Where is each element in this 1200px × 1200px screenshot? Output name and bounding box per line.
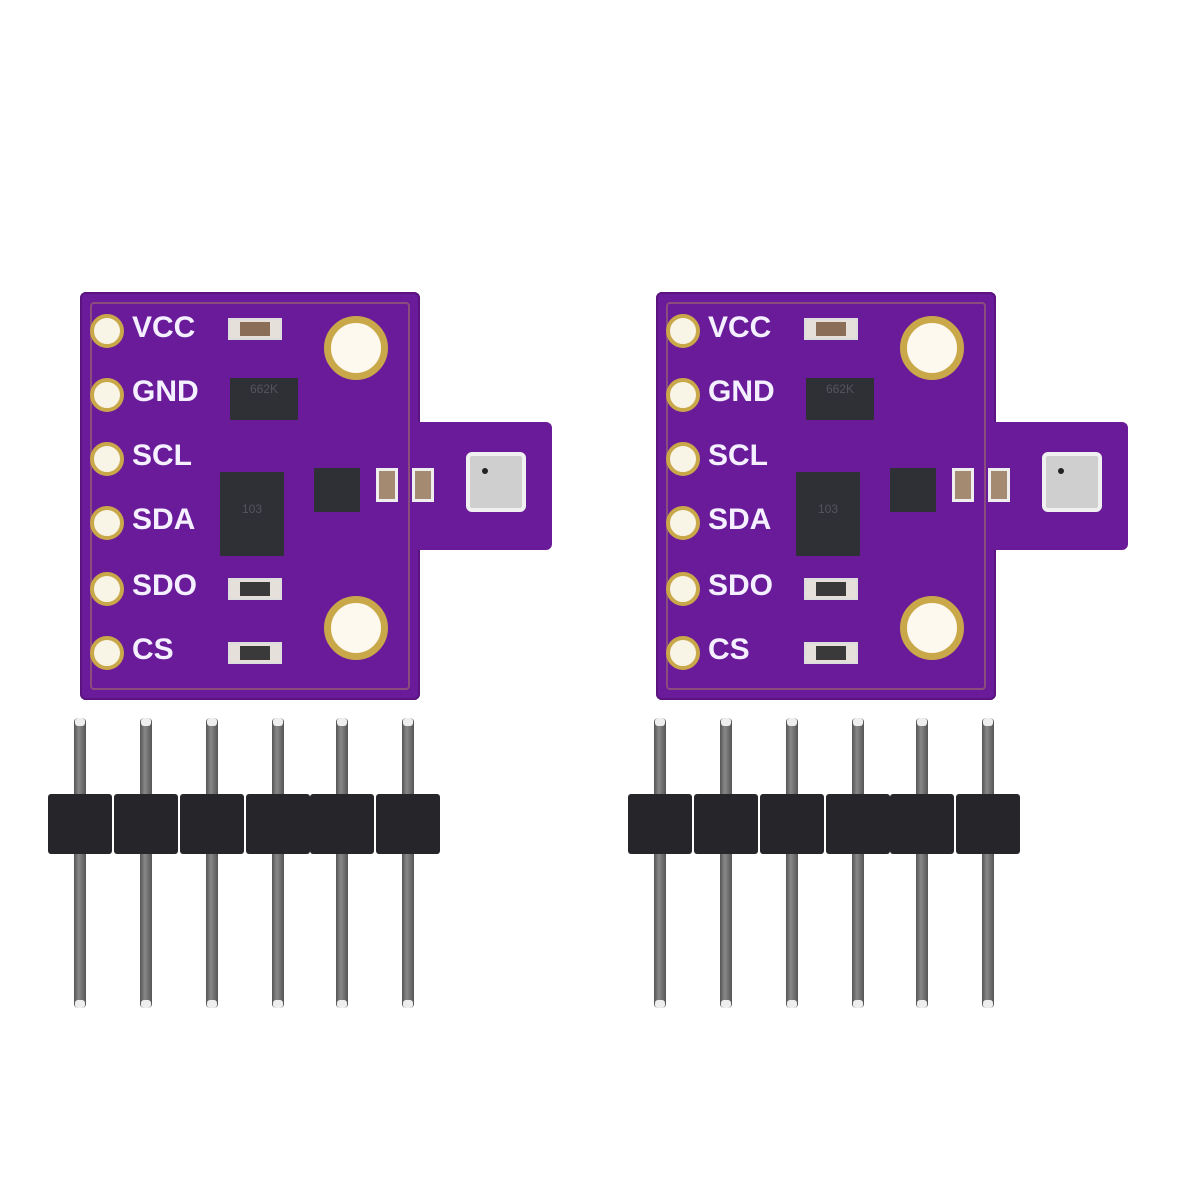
pin-header-2 — [624, 718, 1024, 1018]
header-pin — [206, 718, 218, 1008]
pin-label: CS — [132, 633, 174, 666]
header-block — [694, 794, 758, 854]
mounting-hole — [900, 316, 964, 380]
header-pin — [272, 718, 284, 1008]
ic-chip-small — [314, 468, 360, 512]
header-pin — [654, 718, 666, 1008]
sensor-board-2: VCC GND SCL SDA SDO CS 662K 103 — [650, 280, 1130, 720]
pin-pad-scl — [90, 442, 124, 476]
header-pin — [982, 718, 994, 1008]
header-block — [628, 794, 692, 854]
pin-label: VCC — [132, 311, 196, 344]
header-block — [48, 794, 112, 854]
header-block — [376, 794, 440, 854]
pin-pad-sda — [90, 506, 124, 540]
pressure-sensor — [466, 452, 526, 512]
capacitor — [376, 468, 398, 502]
pin-label: SCL — [708, 439, 768, 472]
capacitor — [952, 468, 974, 502]
smd-resistor — [228, 318, 282, 340]
smd-resistor — [804, 642, 858, 664]
regulator-chip: 662K — [230, 378, 298, 420]
header-pin — [336, 718, 348, 1008]
header-block — [180, 794, 244, 854]
header-pin — [140, 718, 152, 1008]
pin-label: SDA — [132, 503, 196, 536]
ic-chip: 103 — [796, 472, 860, 556]
header-block — [310, 794, 374, 854]
header-block — [826, 794, 890, 854]
mounting-hole — [324, 316, 388, 380]
pin-pad-vcc — [666, 314, 700, 348]
ic-chip-small — [890, 468, 936, 512]
pin-pad-cs — [90, 636, 124, 670]
smd-resistor — [804, 578, 858, 600]
header-block — [890, 794, 954, 854]
pin-pad-scl — [666, 442, 700, 476]
regulator-chip: 662K — [806, 378, 874, 420]
header-pin — [786, 718, 798, 1008]
pin-header-1 — [44, 718, 444, 1018]
pin-label: GND — [132, 375, 199, 408]
pin-pad-sda — [666, 506, 700, 540]
header-block — [246, 794, 310, 854]
pin-label: SDO — [708, 569, 774, 602]
pin-pad-gnd — [666, 378, 700, 412]
pin-pad-vcc — [90, 314, 124, 348]
header-pin — [402, 718, 414, 1008]
capacitor — [988, 468, 1010, 502]
mounting-hole — [900, 596, 964, 660]
header-pin — [916, 718, 928, 1008]
pin-pad-sdo — [90, 572, 124, 606]
pin-label: VCC — [708, 311, 772, 344]
pressure-sensor — [1042, 452, 1102, 512]
pin-label: CS — [708, 633, 750, 666]
header-block — [956, 794, 1020, 854]
pin-pad-sdo — [666, 572, 700, 606]
header-block — [760, 794, 824, 854]
header-pin — [852, 718, 864, 1008]
pin-pad-gnd — [90, 378, 124, 412]
smd-resistor — [804, 318, 858, 340]
smd-resistor — [228, 642, 282, 664]
pin-label: GND — [708, 375, 775, 408]
header-pin — [720, 718, 732, 1008]
pin-label: SDO — [132, 569, 198, 602]
sensor-board-1: VCC GND SCL SDA SDO CS 662K 103 — [74, 280, 554, 720]
pin-label: SDA — [708, 503, 772, 536]
smd-resistor — [228, 578, 282, 600]
pin-pad-cs — [666, 636, 700, 670]
capacitor — [412, 468, 434, 502]
ic-chip: 103 — [220, 472, 284, 556]
header-pin — [74, 718, 86, 1008]
mounting-hole — [324, 596, 388, 660]
header-block — [114, 794, 178, 854]
pin-label: SCL — [132, 439, 192, 472]
